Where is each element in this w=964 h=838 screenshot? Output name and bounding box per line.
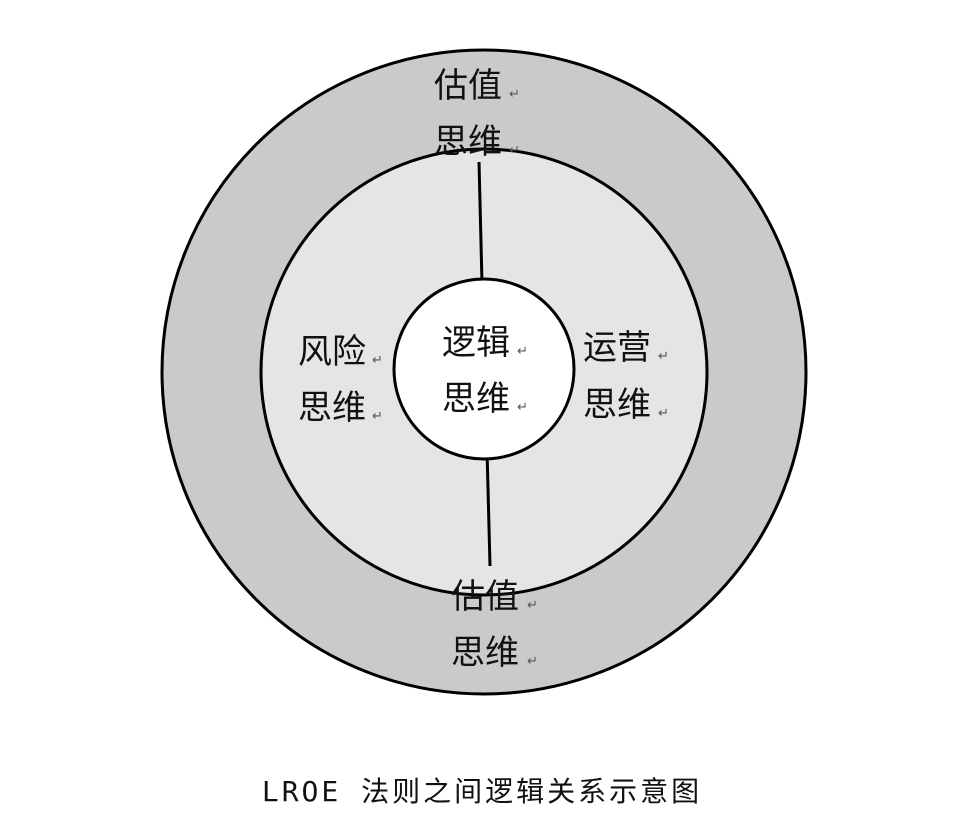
return-mark-icon: ↵ (517, 344, 528, 359)
figure-caption: LROE 法则之间逻辑关系示意图 (261, 775, 703, 808)
lroe-diagram: 估值 ↵ 思维 ↵ 风险 ↵ 思维 ↵ 逻辑 ↵ 思维 ↵ 运营 ↵ 思维 ↵ … (160, 48, 808, 696)
outer-top-label-line2: 思维 (434, 122, 502, 162)
right-label-line1: 运营 (583, 328, 651, 368)
return-mark-icon: ↵ (509, 143, 520, 158)
center-label-line1: 逻辑 (442, 323, 510, 363)
return-mark-icon: ↵ (658, 349, 669, 364)
return-mark-icon: ↵ (527, 654, 538, 669)
return-mark-icon: ↵ (658, 406, 669, 421)
return-mark-icon: ↵ (527, 598, 538, 613)
outer-bottom-label-line2: 思维 (451, 633, 519, 673)
right-label-line2: 思维 (583, 385, 651, 425)
center-circle (392, 277, 576, 461)
outer-bottom-label-line1: 估值 (451, 577, 519, 617)
left-label-line1: 风险 (298, 332, 366, 372)
return-mark-icon: ↵ (509, 87, 520, 102)
return-mark-icon: ↵ (372, 409, 383, 424)
divider-bottom (485, 449, 492, 567)
divider-top (477, 161, 484, 284)
left-label-line2: 思维 (298, 388, 366, 428)
return-mark-icon: ↵ (372, 353, 383, 368)
center-label-line2: 思维 (442, 379, 510, 419)
return-mark-icon: ↵ (517, 400, 528, 415)
outer-top-label-line1: 估值 (434, 66, 502, 106)
